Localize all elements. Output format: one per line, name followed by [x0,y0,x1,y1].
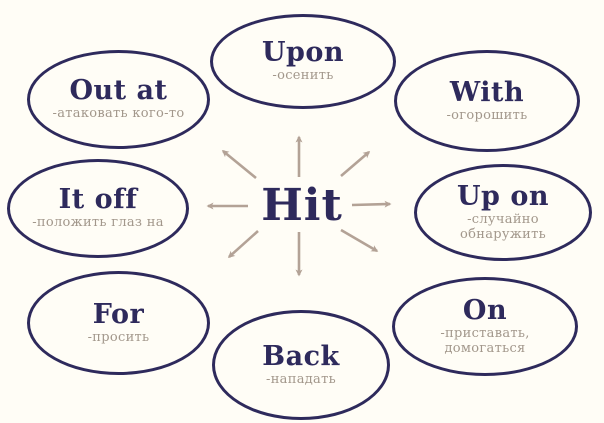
node-with-label: With [449,76,525,108]
node-for-label: For [92,298,145,330]
node-up-on-label: Up on [457,180,549,212]
arrow-down-left-icon [227,230,259,259]
node-on: On -приставать, домогаться [392,277,578,376]
arrow-up-right-icon [340,151,371,177]
node-on-label: On [462,294,508,326]
arrow-right-icon [351,200,392,208]
node-upon-translation: -осенить [272,68,334,84]
node-out-at-translation: -атаковать кого-то [52,106,185,122]
node-up-on-translation: -случайно обнаружить [460,211,546,242]
node-out-at: Out at -атаковать кого-то [27,50,210,149]
node-it-off-translation: -положить глаз на [32,215,164,231]
node-with-translation: -огорошить [446,107,528,123]
arrow-up-left-icon [221,149,257,180]
node-back-label: Back [262,340,340,372]
node-up-on: Up on -случайно обнаружить [414,164,592,261]
node-upon: Upon -осенить [210,14,396,109]
node-back: Back -нападать [212,310,390,420]
node-it-off-label: It off [58,184,138,216]
node-out-at-label: Out at [69,75,168,107]
node-on-translation: -приставать, домогаться [440,325,530,356]
node-with: With -огорошить [394,50,580,152]
node-back-translation: -нападать [266,371,336,387]
center-verb: Hit [261,179,343,231]
node-it-off: It off -положить глаз на [7,159,189,258]
node-for: For -просить [27,271,210,375]
node-upon-label: Upon [261,37,345,69]
node-for-translation: -просить [87,329,150,345]
